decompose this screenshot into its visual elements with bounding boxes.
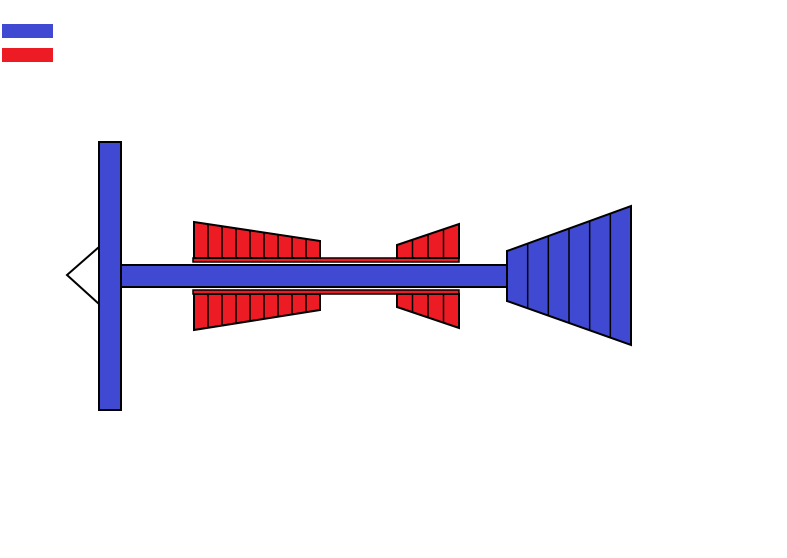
high-pressure-shaft-upper bbox=[192, 257, 460, 263]
high-pressure-turbine-upper bbox=[396, 222, 460, 259]
high-pressure-compressor-lower bbox=[193, 293, 321, 332]
legend-swatch-high-pressure bbox=[2, 48, 53, 62]
low-pressure-turbine bbox=[506, 204, 632, 347]
high-pressure-shaft-lower bbox=[192, 289, 460, 295]
legend bbox=[2, 24, 53, 72]
low-pressure-shaft bbox=[120, 264, 508, 288]
fan-blade bbox=[98, 141, 122, 411]
nose-cone bbox=[65, 244, 100, 307]
high-pressure-compressor-upper bbox=[193, 220, 321, 259]
legend-swatch-low-pressure bbox=[2, 24, 53, 38]
high-pressure-turbine-lower bbox=[396, 293, 460, 330]
